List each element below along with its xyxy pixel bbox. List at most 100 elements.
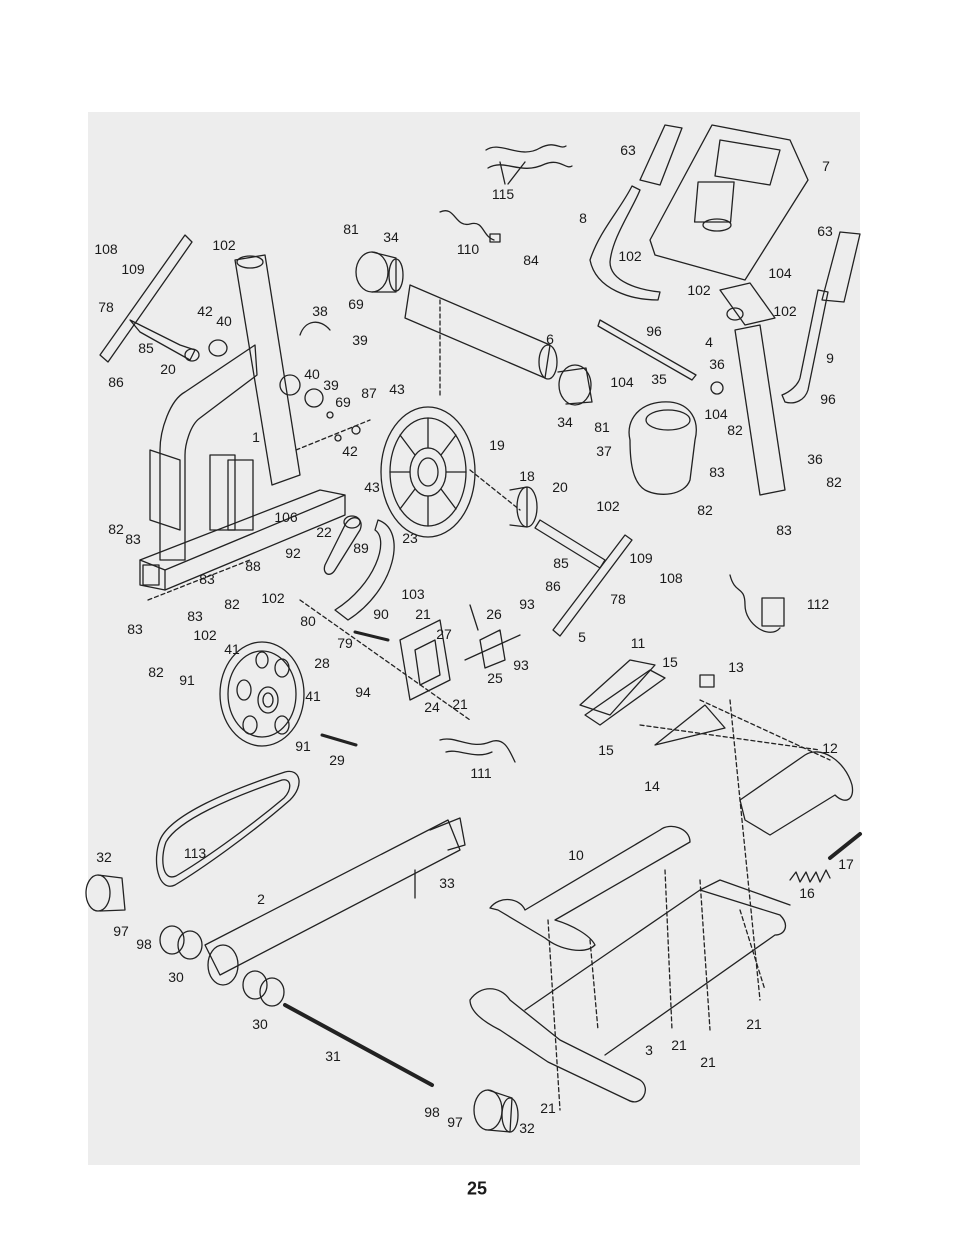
handlebar-9 <box>781 289 829 404</box>
callout-102b: 102 <box>618 248 642 264</box>
connector-13 <box>699 674 715 688</box>
handle-rail-20-left <box>99 234 228 363</box>
callout-20b: 20 <box>552 479 568 495</box>
callout-21d: 21 <box>671 1037 687 1053</box>
callout-9: 9 <box>826 350 834 366</box>
callout-82e: 82 <box>826 474 842 490</box>
wire-harness-111 <box>439 738 516 763</box>
callout-78a: 78 <box>98 299 114 315</box>
callout-23: 23 <box>402 530 418 546</box>
roller-axle-6 <box>355 251 593 406</box>
sensor-25 <box>464 629 521 669</box>
callout-29: 29 <box>329 752 345 768</box>
callout-4: 4 <box>705 334 713 350</box>
roller-32-bottom <box>473 1089 519 1133</box>
rod-31 <box>283 1003 434 1087</box>
axle-90 <box>353 630 390 642</box>
callout-84: 84 <box>523 252 539 268</box>
callout-37: 37 <box>596 443 612 459</box>
callout-98b: 98 <box>424 1104 440 1120</box>
callout-32b: 32 <box>519 1120 535 1136</box>
callout-104b: 104 <box>610 374 634 390</box>
callout-43b: 43 <box>364 479 380 495</box>
callout-25: 25 <box>487 670 503 686</box>
callout-83c: 83 <box>187 608 203 624</box>
callout-93a: 93 <box>519 596 535 612</box>
bearing-30 <box>159 925 285 1007</box>
callout-40a: 40 <box>216 313 232 329</box>
panel-11 <box>579 659 666 726</box>
console-7 <box>649 124 809 281</box>
callout-102g: 102 <box>193 627 217 643</box>
guard-23 <box>334 519 395 621</box>
callout-86a: 86 <box>108 374 124 390</box>
plate-14 <box>654 704 726 746</box>
callout-27: 27 <box>436 626 452 642</box>
callout-63b: 63 <box>817 223 833 239</box>
callout-7: 7 <box>822 158 830 174</box>
callout-2: 2 <box>257 891 265 907</box>
callout-82d: 82 <box>727 422 743 438</box>
callout-34b: 34 <box>557 414 573 430</box>
upright-frame-1 <box>139 254 346 591</box>
callout-97a: 97 <box>113 923 129 939</box>
callout-20a: 20 <box>160 361 176 377</box>
callout-21b: 21 <box>452 696 468 712</box>
callout-10: 10 <box>568 847 584 863</box>
rod-35 <box>597 319 697 381</box>
axle-29 <box>320 733 358 747</box>
bracket-24 <box>399 619 451 701</box>
stabilizer-10 <box>489 825 691 951</box>
pin-17 <box>828 832 862 860</box>
callout-96b: 96 <box>820 391 836 407</box>
bushing-36 <box>710 381 724 395</box>
adapter-112 <box>729 574 785 633</box>
callout-40b: 40 <box>304 366 320 382</box>
callout-41a: 41 <box>224 641 240 657</box>
callout-88: 88 <box>245 558 261 574</box>
callout-102f: 102 <box>261 590 285 606</box>
wire-harness-115 <box>485 144 573 185</box>
callout-22: 22 <box>316 524 332 540</box>
belt-113 <box>155 770 300 887</box>
callout-39a: 39 <box>352 332 368 348</box>
callout-87: 87 <box>361 385 377 401</box>
callout-83e: 83 <box>709 464 725 480</box>
callout-104c: 104 <box>704 406 728 422</box>
callout-36b: 36 <box>807 451 823 467</box>
callout-41b: 41 <box>305 688 321 704</box>
callout-5: 5 <box>578 629 586 645</box>
callout-28: 28 <box>314 655 330 671</box>
callout-42b: 42 <box>342 443 358 459</box>
spring-16 <box>789 869 831 883</box>
callout-3: 3 <box>645 1042 653 1058</box>
callout-81a: 81 <box>343 221 359 237</box>
callout-63a: 63 <box>620 142 636 158</box>
callout-94: 94 <box>355 684 371 700</box>
callout-36a: 36 <box>709 356 725 372</box>
callout-113: 113 <box>183 845 207 861</box>
handlebar-8 <box>589 185 661 301</box>
callout-78b: 78 <box>610 591 626 607</box>
callout-15b: 15 <box>598 742 614 758</box>
callout-83b: 83 <box>199 571 215 587</box>
pin-26 <box>469 604 479 631</box>
callout-34a: 34 <box>383 229 399 245</box>
page-number: 25 <box>466 1178 488 1199</box>
callout-15a: 15 <box>662 654 678 670</box>
callout-35: 35 <box>651 371 667 387</box>
callout-108a: 108 <box>94 241 118 257</box>
pedal-12 <box>739 751 854 836</box>
link-arm-22 <box>323 515 362 575</box>
callout-38: 38 <box>312 303 328 319</box>
callout-17: 17 <box>838 856 854 872</box>
callout-13: 13 <box>728 659 744 675</box>
callout-83f: 83 <box>776 522 792 538</box>
callout-1: 1 <box>252 429 260 445</box>
callout-43a: 43 <box>389 381 405 397</box>
callout-30b: 30 <box>252 1016 268 1032</box>
callout-42a: 42 <box>197 303 213 319</box>
callout-21e: 21 <box>700 1054 716 1070</box>
callout-96a: 96 <box>646 323 662 339</box>
callout-111: 111 <box>470 765 492 781</box>
